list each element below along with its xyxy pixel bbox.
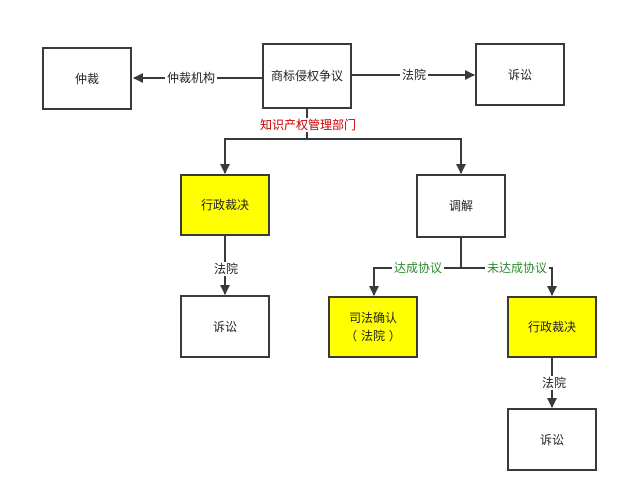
node-arbitration: 仲裁 — [42, 47, 132, 110]
node-judicial-confirmation-line2: （ 法院 ） — [345, 329, 401, 343]
node-litigation-left: 诉讼 — [180, 295, 270, 358]
node-litigation-left-label: 诉讼 — [212, 319, 237, 334]
node-admin-ruling-right: 行政裁决 — [507, 296, 597, 358]
node-dispute: 商标侵权争议 — [262, 43, 352, 109]
node-litigation-top-label: 诉讼 — [507, 67, 532, 82]
node-litigation-top: 诉讼 — [475, 43, 565, 106]
node-admin-ruling-left-label: 行政裁决 — [200, 198, 249, 212]
edge-label-arbitration-body: 仲裁机构 — [165, 71, 218, 85]
edge-branch-right — [307, 138, 466, 174]
edge-label-agreement-not-reached: 未达成协议 — [485, 261, 550, 275]
node-dispute-label: 商标侵权争议 — [270, 69, 343, 83]
node-judicial-confirmation: 司法确认 （ 法院 ） — [328, 296, 418, 358]
node-admin-ruling-left: 行政裁决 — [180, 174, 270, 236]
edge-label-ip-department: 知识产权管理部门 — [258, 118, 359, 132]
node-admin-ruling-right-label: 行政裁决 — [527, 320, 576, 334]
edge-label-court-top: 法院 — [400, 68, 429, 82]
edge-label-court-left: 法院 — [212, 262, 241, 276]
edge-label-agreement-reached: 达成协议 — [392, 261, 445, 275]
node-judicial-confirmation-line1: 司法确认 — [348, 311, 397, 325]
node-arbitration-label: 仲裁 — [74, 71, 99, 86]
edge-label-court-bottom: 法院 — [540, 376, 569, 390]
edge-branch-left — [220, 138, 307, 174]
node-litigation-bottom: 诉讼 — [507, 408, 597, 471]
node-mediation: 调解 — [416, 174, 506, 238]
node-litigation-bottom-label: 诉讼 — [539, 432, 564, 447]
node-mediation-label: 调解 — [448, 199, 473, 213]
